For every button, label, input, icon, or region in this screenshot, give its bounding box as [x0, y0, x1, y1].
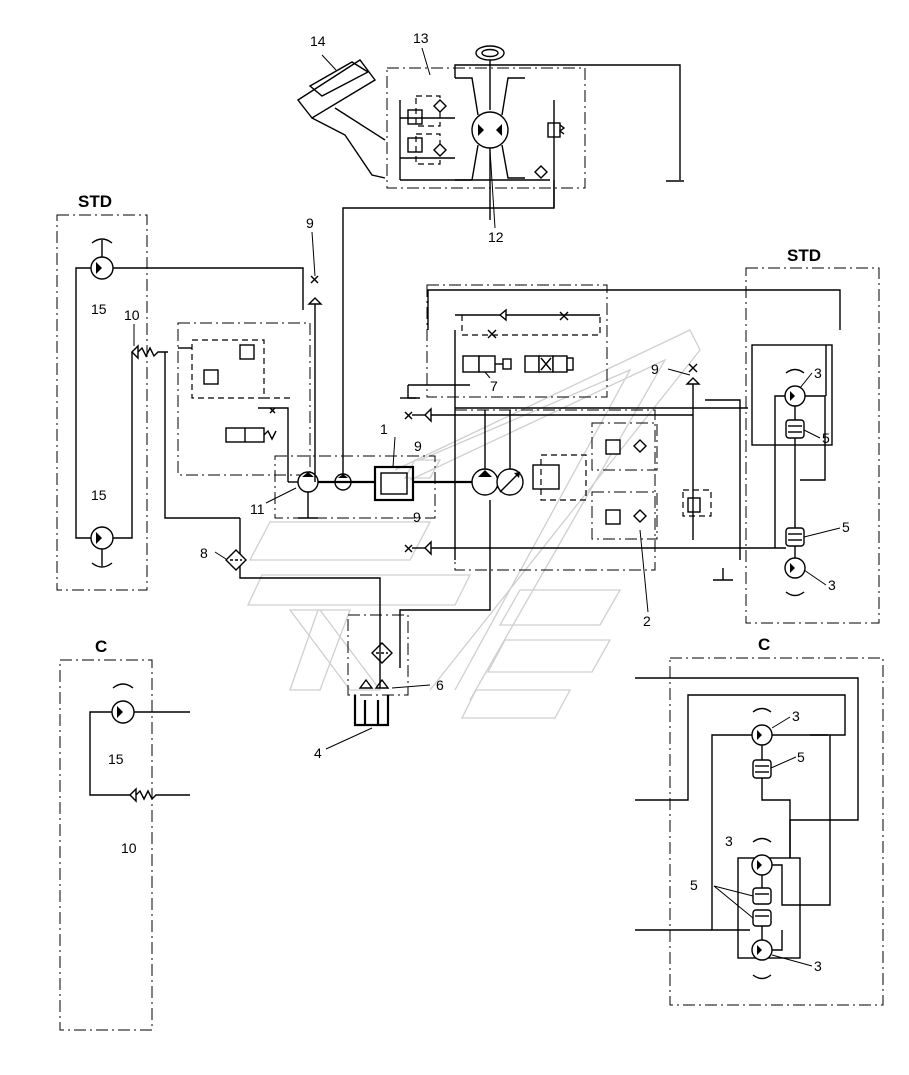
relief-block-lower — [591, 491, 658, 540]
label-9-center: 9 — [414, 438, 422, 454]
label-3-c-bottom: 3 — [814, 958, 822, 974]
tank-filter-box — [347, 614, 409, 696]
std-left-box — [56, 214, 148, 591]
leader-lines — [133, 47, 841, 967]
label-6: 6 — [436, 677, 444, 693]
c-right-box — [669, 657, 884, 1006]
operator-seat — [296, 59, 386, 179]
label-13: 13 — [413, 30, 429, 46]
label-12: 12 — [488, 229, 504, 245]
motor-15-top — [90, 238, 114, 280]
label-10-c: 10 — [121, 840, 137, 856]
pump-11 — [288, 471, 319, 493]
label-15-top: 15 — [91, 301, 107, 317]
motor-3-c-top — [751, 707, 773, 746]
label-9-left: 9 — [306, 215, 314, 231]
label-1: 1 — [380, 421, 388, 437]
check-valve-9-left — [307, 275, 323, 482]
label-9-right: 9 — [651, 361, 659, 377]
label-14: 14 — [310, 33, 326, 49]
label-15-bottom: 15 — [91, 487, 107, 503]
engine-1 — [373, 465, 415, 502]
label-8: 8 — [200, 545, 208, 561]
filter-6 — [358, 642, 393, 689]
label-c-left: C — [95, 637, 107, 656]
check-valve-9-lower — [404, 540, 455, 556]
motor-3-lower-std — [784, 557, 806, 597]
label-3-std-top: 3 — [814, 365, 822, 381]
steering-relief-valves — [399, 95, 566, 208]
label-4: 4 — [314, 745, 322, 761]
motor-3-upper-std — [784, 368, 806, 407]
accumulator-5-upper-std — [785, 419, 805, 439]
control-valve-box — [426, 284, 608, 398]
label-10-left: 10 — [124, 307, 140, 323]
label-3-c-top: 3 — [792, 708, 800, 724]
label-5-std-bottom: 5 — [842, 519, 850, 535]
left-valve-block — [177, 322, 311, 476]
c-left-box — [59, 659, 153, 1031]
check-valve-9-right — [685, 363, 701, 410]
label-15-c: 15 — [108, 751, 124, 767]
label-3-std-bottom: 3 — [828, 577, 836, 593]
label-2: 2 — [643, 613, 651, 629]
steering-unit-box — [386, 67, 586, 189]
motor-15-bottom — [90, 526, 114, 568]
label-11: 11 — [250, 501, 265, 517]
relief-valve-side — [682, 410, 712, 540]
label-9-lower: 9 — [413, 509, 421, 525]
label-std-right: STD — [787, 246, 821, 265]
orifice-top — [487, 308, 569, 339]
std-right-box — [745, 267, 880, 624]
pump-group-box — [274, 455, 436, 519]
label-3-c-mid: 3 — [725, 833, 733, 849]
motor-15-c — [111, 683, 190, 724]
motor-3-c-mid — [751, 837, 773, 876]
solenoid-valve-7 — [462, 355, 512, 373]
pump-main — [471, 468, 524, 496]
label-5-c-mid: 5 — [690, 877, 698, 893]
steering-wheel — [475, 45, 505, 110]
accumulator-5-c-top — [752, 759, 772, 779]
watermark-logo — [246, 329, 701, 719]
steering-motor-12 — [471, 111, 509, 220]
accumulator-5-lower-std — [785, 527, 805, 547]
tank-4 — [353, 695, 390, 727]
spool-valve-center — [532, 454, 587, 501]
relief-block-upper — [591, 422, 658, 471]
check-valve-10-left — [131, 344, 168, 360]
label-5-c-top: 5 — [797, 749, 805, 765]
label-5-std-top: 5 — [822, 430, 830, 446]
label-7: 7 — [490, 378, 498, 394]
filter-8 — [225, 549, 247, 571]
check-valve-9-center — [404, 407, 455, 423]
label-std-left: STD — [78, 192, 112, 211]
check-valve-10-c — [129, 787, 190, 803]
directional-valve — [524, 355, 574, 373]
label-c-right: C — [758, 635, 770, 654]
accumulator-5-c-mid — [752, 887, 772, 927]
motor-3-c-bottom — [751, 939, 773, 980]
